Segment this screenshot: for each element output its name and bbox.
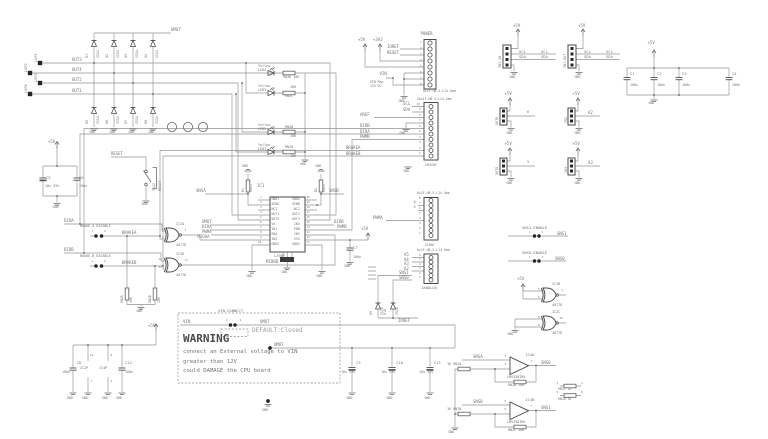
xnor-gates [163, 227, 559, 331]
reset-button [143, 167, 157, 189]
ground-symbols [53, 72, 658, 431]
connector-out5 [499, 157, 508, 176]
connector-in3 [567, 157, 576, 176]
junction-dots [56, 62, 680, 415]
diodes [91, 40, 396, 310]
header-janalog [423, 253, 439, 284]
header-jlow [423, 197, 439, 241]
connector-out6 [499, 107, 508, 126]
wires [32, 32, 730, 428]
connector-twi-in [502, 44, 512, 69]
header-power [423, 39, 437, 90]
opamps [509, 356, 530, 421]
ic1-l298p [269, 196, 306, 262]
header-jhigh [423, 102, 439, 161]
connector-in2 [567, 107, 576, 126]
led-symbols [267, 67, 275, 155]
power-arrows [54, 28, 657, 332]
solder-pads [27, 60, 541, 403]
connector-twi-out [567, 44, 577, 69]
warning-box [177, 312, 341, 384]
mounting-holes [166, 121, 209, 133]
